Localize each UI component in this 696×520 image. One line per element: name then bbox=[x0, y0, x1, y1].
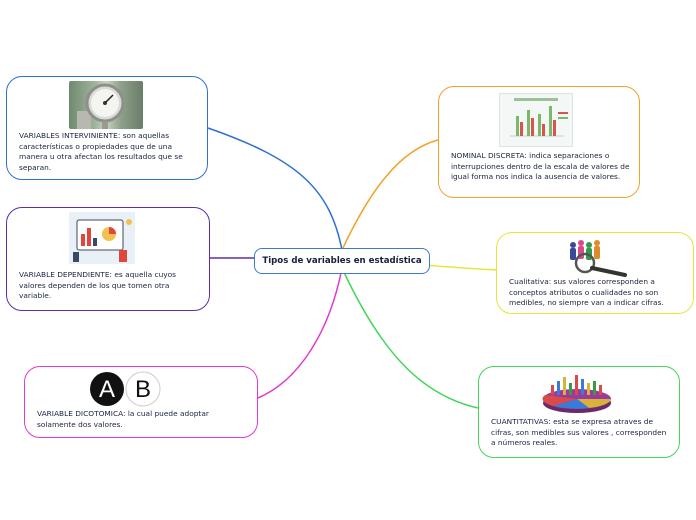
dashboard-illustration bbox=[69, 212, 135, 264]
node-nominal-text: NOMINAL DISCRETA: indica separaciones o … bbox=[451, 151, 630, 182]
node-dependiente[interactable]: VARIABLE DEPENDIENTE: es aquella cuyos v… bbox=[6, 207, 210, 311]
magnifier-people-icon bbox=[563, 235, 633, 277]
node-cuantitativas[interactable]: CUANTITATIVAS: esta se expresa atraves d… bbox=[478, 366, 680, 458]
node-dicotomica-text: VARIABLE DICOTOMICA: la cual puede adopt… bbox=[37, 409, 209, 429]
central-topic[interactable]: Tipos de variables en estadística bbox=[254, 248, 430, 274]
node-cuantitativas-text: CUANTITATIVAS: esta se expresa atraves d… bbox=[491, 417, 667, 448]
node-cualitativa-text: Cualitativa: sus valores corresponden a … bbox=[509, 277, 664, 308]
connector-cuantitativas bbox=[341, 267, 479, 409]
node-interviniente[interactable]: VARIABLES INTERVINIENTE: son aquellas ca… bbox=[6, 76, 208, 180]
letter-a: A bbox=[99, 376, 115, 403]
connector-interviniente bbox=[207, 127, 343, 251]
node-dicotomica[interactable]: A B VARIABLE DICOTOMICA: la cual puede a… bbox=[24, 366, 258, 438]
connector-dicotomica bbox=[257, 267, 343, 399]
connector-nominal bbox=[341, 139, 439, 251]
central-topic-label: Tipos de variables en estadística bbox=[262, 256, 422, 266]
node-dependiente-text: VARIABLE DEPENDIENTE: es aquella cuyos v… bbox=[19, 270, 176, 301]
pressure-gauge-photo bbox=[69, 81, 143, 129]
3d-pie-chart-icon bbox=[539, 371, 615, 417]
letter-b: B bbox=[135, 376, 151, 403]
bar-chart-thumbnail bbox=[499, 93, 573, 147]
a-b-letters: A B bbox=[89, 371, 169, 407]
node-cualitativa[interactable]: Cualitativa: sus valores corresponden a … bbox=[496, 232, 694, 314]
node-interviniente-text: VARIABLES INTERVINIENTE: son aquellas ca… bbox=[19, 131, 183, 172]
node-nominal[interactable]: NOMINAL DISCRETA: indica separaciones o … bbox=[438, 86, 640, 198]
